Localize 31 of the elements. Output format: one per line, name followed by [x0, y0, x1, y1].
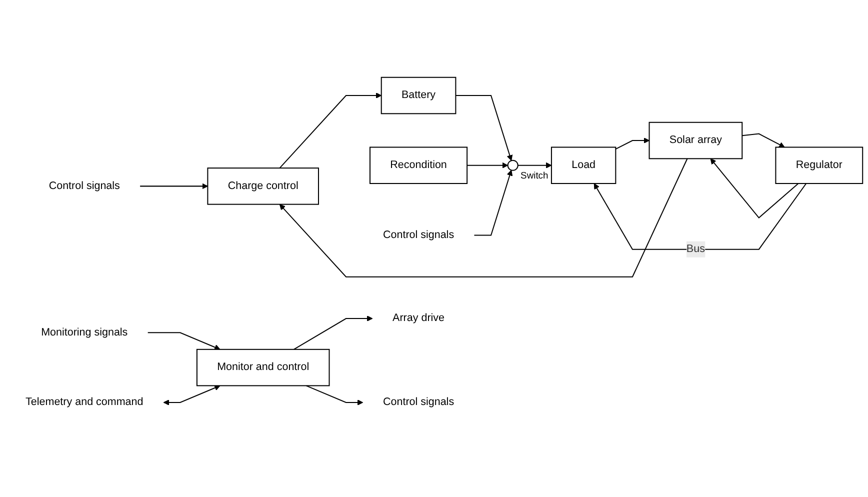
node-text: Control signals — [382, 396, 454, 408]
arrow — [140, 182, 208, 189]
arrow — [456, 94, 513, 160]
arrow — [518, 162, 552, 168]
node-box: Battery — [380, 76, 456, 114]
arrow — [163, 384, 220, 405]
node-caption: Switch — [520, 168, 548, 180]
node-box: Regulator — [775, 146, 864, 184]
arrow — [742, 132, 785, 147]
node-circle — [507, 159, 518, 170]
arrow — [474, 169, 513, 236]
node-box: Solar array — [648, 121, 743, 159]
node-box: Charge control — [207, 167, 319, 204]
arrow — [279, 158, 688, 277]
arrow — [306, 384, 364, 405]
arrow — [279, 92, 382, 168]
node-box: Recondition — [370, 146, 468, 184]
arrow — [294, 315, 373, 350]
arrow — [148, 332, 220, 350]
arrow — [615, 137, 650, 149]
node-text: Monitoring signals — [41, 326, 128, 338]
node-box: Monitor and control — [196, 348, 330, 386]
node-text: Telemetry and command — [26, 396, 144, 408]
node-text: Control signals — [382, 228, 454, 240]
arrow — [710, 158, 799, 218]
node-box: Load — [550, 146, 616, 184]
arrow — [467, 162, 508, 168]
node-text: Control signals — [48, 180, 120, 192]
edge-label: Bus — [686, 242, 705, 254]
node-text: Array drive — [392, 312, 445, 324]
arrow — [594, 182, 807, 250]
